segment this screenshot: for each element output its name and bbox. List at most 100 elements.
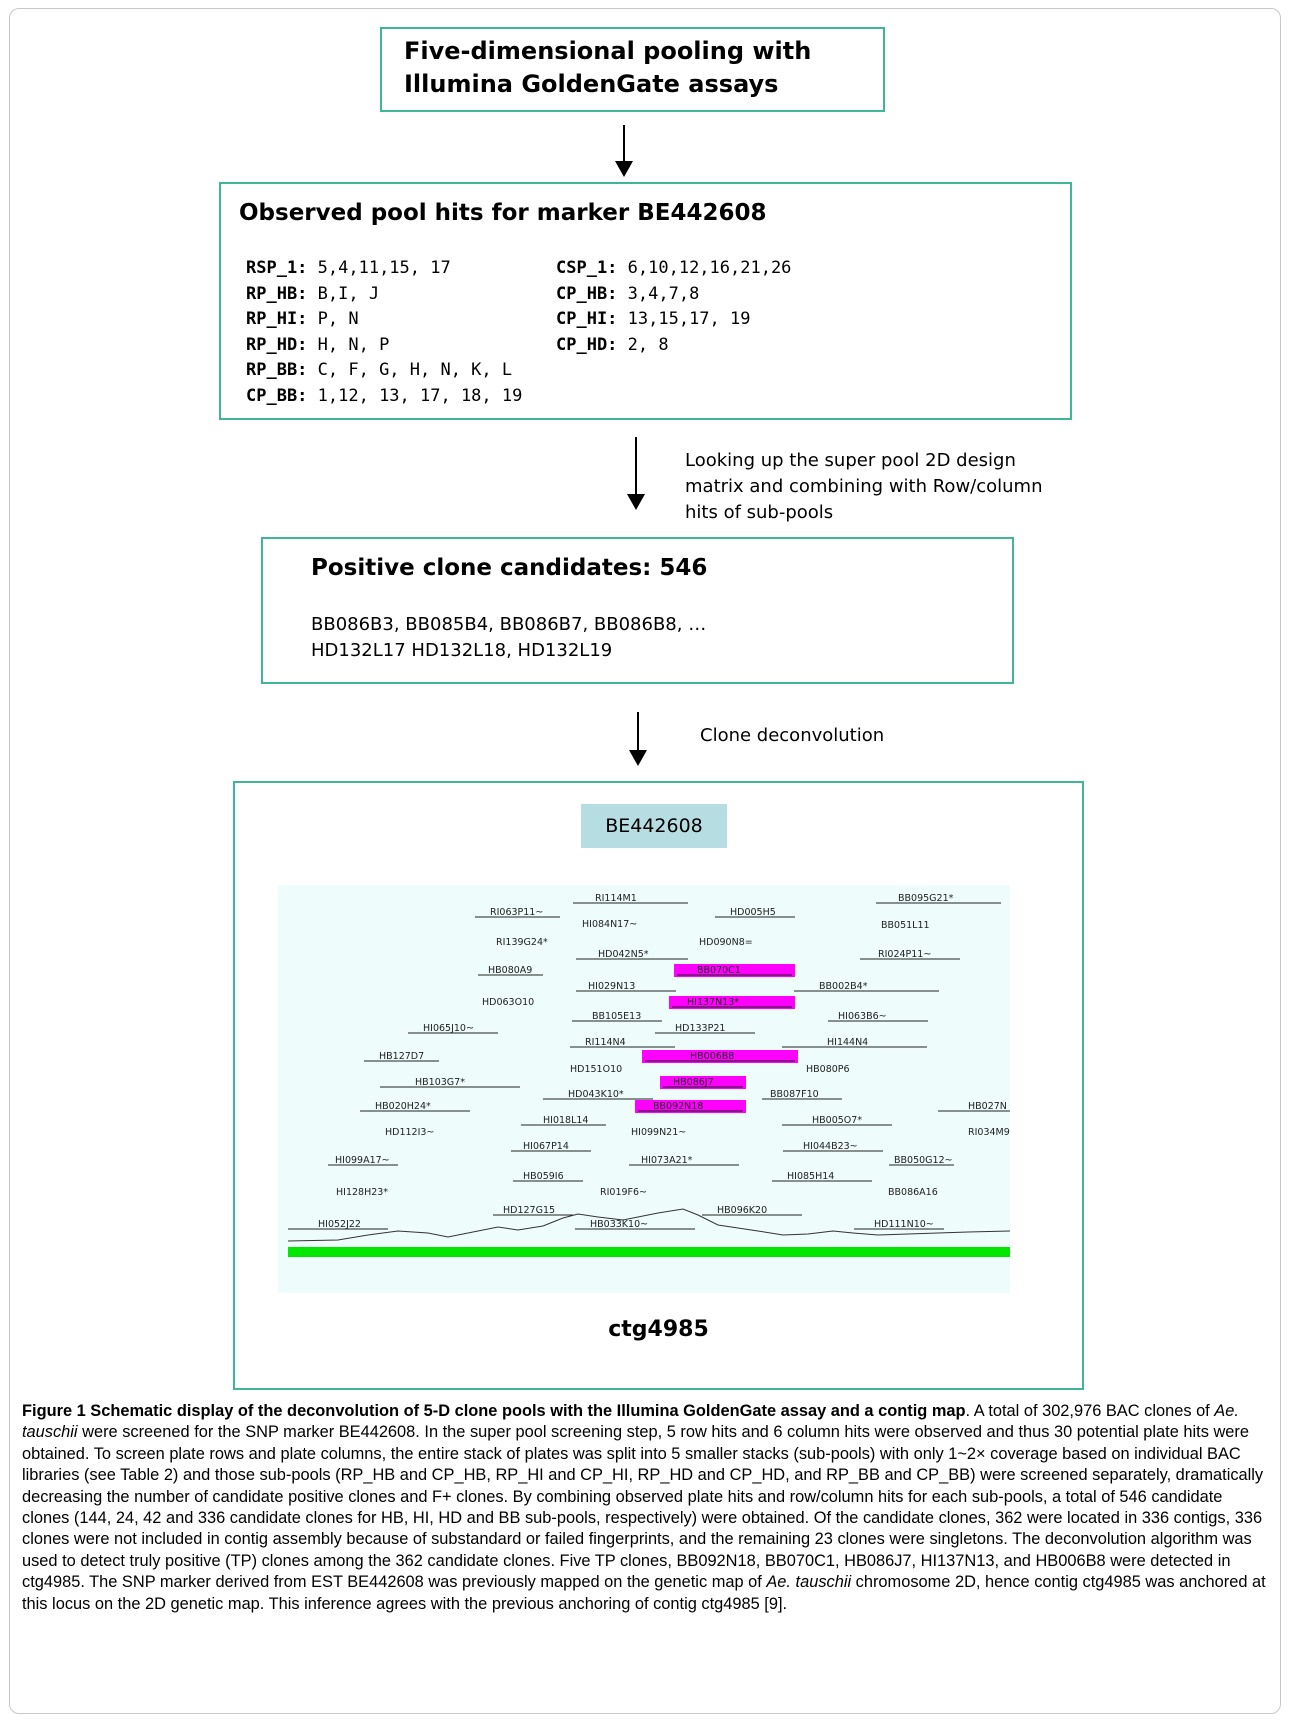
clone-label: BB050G12~ — [894, 1155, 953, 1166]
pool-name: CP_HD: — [556, 334, 618, 355]
tp-clone-highlight — [642, 1050, 798, 1063]
pool-name: CP_HB: — [556, 283, 618, 304]
clone-label: HI065J10~ — [423, 1023, 474, 1034]
candidates-list: BB086B3, BB085B4, BB086B7, BB086B8, … HD… — [311, 612, 1011, 664]
clone-label: HI144N4 — [827, 1037, 868, 1048]
pool-hits-values: 6,10,12,16,21,26 — [617, 258, 792, 278]
pool-hits-values: C, F, G, H, N, K, L — [307, 360, 513, 380]
pool-hits-values: 13,15,17, 19 — [617, 309, 751, 329]
figure-caption: Figure 1 Schematic display of the deconv… — [22, 1401, 1272, 1615]
clone-label: BB086A16 — [888, 1187, 938, 1198]
tp-clone-highlight — [660, 1076, 746, 1089]
pooling-title-box: Five-dimensional pooling with Illumina G… — [380, 27, 885, 112]
hit-cell — [556, 358, 866, 384]
clone-label: HD090N8= — [699, 937, 753, 948]
hit-cell: RP_BB: C, F, G, H, N, K, L — [246, 358, 556, 384]
clone-label: BB087F10 — [770, 1089, 819, 1100]
tp-clone-label: HB006B8 — [690, 1051, 734, 1062]
pool-hits-values: 2, 8 — [617, 334, 669, 355]
tp-clone-highlight — [674, 964, 795, 977]
arrow-3 — [629, 712, 647, 766]
candidates-line-1: BB086B3, BB085B4, BB086B7, BB086B8, … — [311, 614, 707, 635]
pool-hits-title: Observed pool hits for marker BE442608 — [239, 200, 767, 226]
hit-cell: RP_HI: P, N — [246, 307, 556, 333]
pool-hits-values: P, N — [307, 309, 359, 329]
clone-label: HB027N — [968, 1101, 1007, 1112]
hit-cell: RSP_1: 5,4,11,15, 17 — [246, 256, 556, 282]
hit-row: CP_BB: 1,12, 13, 17, 18, 19 — [246, 384, 866, 410]
pool-hits-values: B,I, J — [307, 283, 380, 304]
clone-label: RI019F6~ — [600, 1187, 647, 1198]
pool-name: CP_HI: — [556, 309, 618, 329]
caption-species-2: Ae. tauschii — [766, 1573, 852, 1592]
clone-label: HD042N5* — [598, 949, 649, 960]
step3-note: Clone deconvolution — [700, 725, 885, 746]
contig-baseline — [288, 1247, 1010, 1257]
step2-note: Looking up the super pool 2D design matr… — [685, 450, 1043, 523]
hit-row: RP_BB: C, F, G, H, N, K, L — [246, 358, 866, 384]
hit-cell: CP_HD: 2, 8 — [556, 333, 866, 359]
hit-cell: CP_BB: 1,12, 13, 17, 18, 19 — [246, 384, 556, 410]
clone-label: HD151O10 — [570, 1064, 622, 1075]
clone-label: HD043K10* — [568, 1089, 624, 1100]
pool-name: RP_HB: — [246, 283, 308, 304]
clone-label: HB033K10~ — [590, 1219, 648, 1230]
tp-clone-label: HB086J7 — [673, 1077, 714, 1088]
clone-label: RI034M9 — [968, 1127, 1010, 1138]
hit-cell: CP_HB: 3,4,7,8 — [556, 282, 866, 308]
clone-label: HD111N10~ — [874, 1219, 934, 1230]
clone-label: BB095G21* — [898, 893, 954, 904]
candidates-box: Positive clone candidates: 546 BB086B3, … — [261, 537, 1014, 684]
clone-label: HB059I6 — [523, 1171, 564, 1182]
pool-name: RP_HI: — [246, 309, 308, 329]
clone-label: HI073A21* — [641, 1155, 693, 1166]
tp-clone-label: BB092N18 — [653, 1101, 703, 1112]
pool-name: RP_BB: — [246, 360, 308, 380]
caption-text-3: chromosome 2D, hence contig ctg4985 was … — [22, 1573, 1266, 1613]
arrow-2 — [627, 437, 645, 510]
clone-label: BB051L11 — [881, 920, 930, 931]
pool-name: CSP_1: — [556, 258, 618, 278]
clone-label: HI018L14 — [543, 1115, 588, 1126]
candidates-line-2: HD132L17 HD132L18, HD132L19 — [311, 640, 613, 661]
clone-label: HI099A17~ — [335, 1155, 390, 1166]
clone-label: HB020H24* — [375, 1101, 431, 1112]
hit-cell: RP_HD: H, N, P — [246, 333, 556, 359]
hit-cell: CP_HI: 13,15,17, 19 — [556, 307, 866, 333]
contig-label: ctg4985 — [608, 1317, 709, 1342]
pool-hits-values: 1,12, 13, 17, 18, 19 — [307, 385, 523, 406]
clone-label: HB005O7* — [812, 1115, 862, 1126]
clone-label: HD112I3~ — [385, 1127, 434, 1138]
pool-name: RSP_1: — [246, 258, 308, 278]
clone-label: HD063O10 — [482, 997, 534, 1008]
tp-clone-label: BB070C1 — [697, 965, 741, 976]
hit-cell: RP_HB: B,I, J — [246, 282, 556, 308]
pool-hits-values: 5,4,11,15, 17 — [307, 258, 451, 278]
clone-label: HI052J22 — [318, 1219, 361, 1230]
caption-lead: Figure 1 Schematic display of the deconv… — [22, 1402, 966, 1420]
clone-label: BB105E13 — [592, 1011, 641, 1022]
clone-label: HI084N17~ — [582, 919, 637, 930]
clone-label: HB096K20 — [717, 1205, 767, 1216]
clone-label: HI063B6~ — [838, 1011, 887, 1022]
pool-hits-box: Observed pool hits for marker BE442608 R… — [219, 182, 1072, 420]
clone-label: BB002B4* — [819, 981, 868, 992]
map-background — [278, 885, 1010, 1293]
pool-hits-values: 3,4,7,8 — [617, 283, 700, 304]
clone-label: HD127G15 — [503, 1205, 555, 1216]
clone-label: HB080A9 — [488, 965, 532, 976]
clone-label: HB103G7* — [415, 1077, 465, 1088]
caption-species-1: Ae. tauschii — [22, 1402, 1239, 1442]
clone-label: HI067P14 — [523, 1141, 569, 1152]
clone-label: RI063P11~ — [490, 907, 543, 918]
clone-label: HB080P6 — [806, 1064, 850, 1075]
clone-label: RI114M1 — [595, 893, 637, 904]
clone-label: HI099N21~ — [631, 1127, 686, 1138]
clone-label: HD133P21 — [675, 1023, 725, 1034]
